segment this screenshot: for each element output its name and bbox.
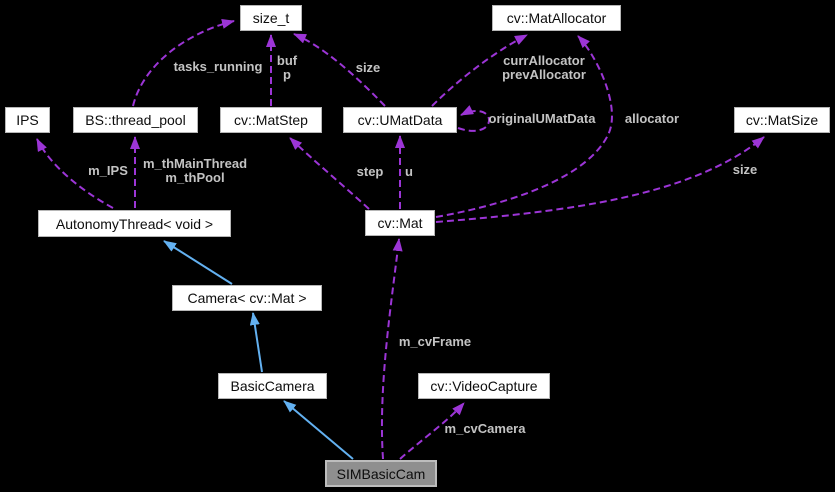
edge-label-m-ips: m_IPS <box>88 162 128 178</box>
node-camera-cv-mat[interactable]: Camera< cv::Mat > <box>172 285 322 311</box>
edge-tasks-running <box>132 19 235 107</box>
edge-mat-allocator <box>435 35 613 218</box>
edge-m-cvframe <box>380 238 403 460</box>
node-cv-mat[interactable]: cv::Mat <box>365 210 435 236</box>
edge-label-step: step <box>356 163 384 179</box>
edge-label-umatdata-size: size <box>355 59 381 75</box>
edge-curr-prev-allocator <box>431 34 528 107</box>
edge-label-curr-prev-allocator: currAllocator prevAllocator <box>502 52 586 82</box>
edge-label-m-cvcamera: m_cvCamera <box>444 420 526 436</box>
edge-inherit-camera-autonomythread <box>163 240 233 285</box>
edge-mat-size <box>435 136 765 223</box>
edge-umatdata-size <box>293 33 386 107</box>
edge-label-buf-p: buf p <box>276 52 298 82</box>
node-cv-matsize[interactable]: cv::MatSize <box>734 107 830 133</box>
node-cv-matstep[interactable]: cv::MatStep <box>220 107 322 133</box>
node-cv-umatdata[interactable]: cv::UMatData <box>343 107 457 133</box>
node-ips[interactable]: IPS <box>5 107 50 133</box>
edge-inherit-basiccamera-camera <box>249 312 263 373</box>
edge-label-tasks-running: tasks_running <box>173 58 263 74</box>
edge-original-umatdata-loop <box>457 105 490 132</box>
node-size-t[interactable]: size_t <box>240 5 302 31</box>
node-simbasiccam[interactable]: SIMBasicCam <box>325 460 437 487</box>
edge-m-ips <box>36 138 114 209</box>
node-basiccamera[interactable]: BasicCamera <box>218 373 327 399</box>
edge-m-cvcamera <box>399 402 465 460</box>
edge-label-allocator: allocator <box>624 110 680 126</box>
node-autonomythread-void[interactable]: AutonomyThread< void > <box>38 210 231 237</box>
node-cv-matallocator[interactable]: cv::MatAllocator <box>492 5 621 31</box>
edge-label-original-umatdata: originalUMatData <box>488 110 596 126</box>
edge-label-u: u <box>405 163 413 179</box>
node-cv-videocapture[interactable]: cv::VideoCapture <box>418 373 550 399</box>
edge-label-m-thmainthread-thpool: m_thMainThread m_thPool <box>142 155 248 185</box>
edge-label-m-cvframe: m_cvFrame <box>398 333 472 349</box>
edge-mat-step <box>289 137 370 210</box>
edge-inherit-simbasiccam-basiccamera <box>283 400 354 460</box>
edge-label-mat-size: size <box>732 161 758 177</box>
node-bs-thread-pool[interactable]: BS::thread_pool <box>73 107 198 133</box>
